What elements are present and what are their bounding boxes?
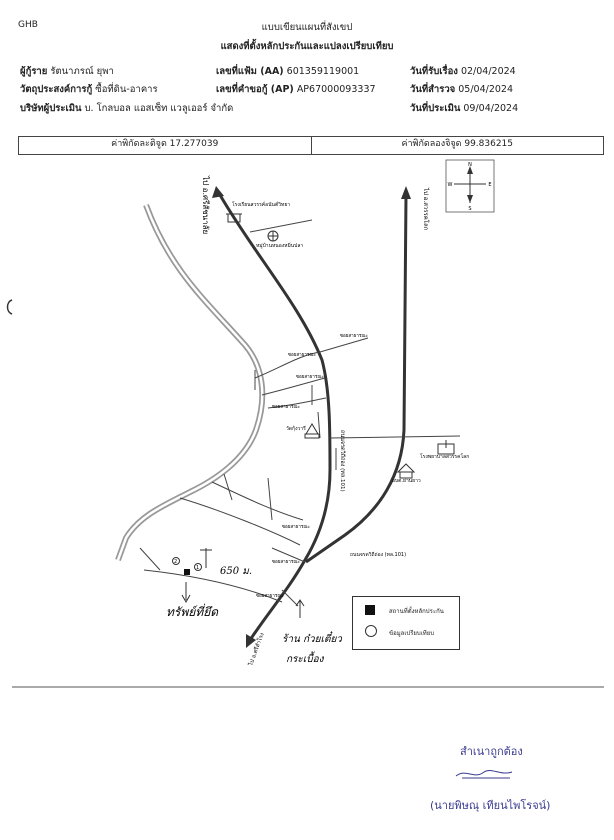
- compass-icon: N S E W: [445, 159, 495, 213]
- request-row: เลขที่คำขอกู้ (AP) AP67000093337: [216, 82, 376, 97]
- survey-row: วันที่สำรวจ 05/04/2024: [410, 82, 513, 97]
- arrow-up-icon: [181, 582, 191, 604]
- received-row: วันที่รับเรื่อง 02/04/2024: [410, 64, 516, 79]
- appraiser-label: บริษัทผู้ประเมิน: [20, 103, 82, 114]
- label-soi-6: ซอยสาธารณะ: [272, 559, 300, 565]
- file-label: เลขที่แฟ้ม (AA): [216, 66, 284, 77]
- road-right: [305, 194, 408, 564]
- site-note: ทรัพย์ที่ยึด: [166, 603, 219, 619]
- appraise-row: วันที่ประเมิน 09/04/2024: [410, 101, 518, 116]
- borrower-value: รัตนาภรณ์ ยุพา: [50, 66, 114, 77]
- label-school: โรงเรียนสวรรค์อนันต์วิทยา: [232, 201, 290, 208]
- signer-name: (นายพิษณุ เทียนไพโรจน์): [430, 799, 551, 812]
- compass-w: W: [448, 182, 453, 188]
- compass-n: N: [468, 162, 472, 168]
- legend: สถานที่ตั้งหลักประกัน ข้อมูลเปรียบเทียบ: [352, 596, 460, 650]
- borrower-row: ผู้กู้ราย รัตนาภรณ์ ยุพา: [20, 64, 114, 79]
- received-label: วันที่รับเรื่อง: [410, 66, 458, 77]
- label-soi-5: ซอยสาธารณะ: [282, 524, 310, 530]
- label-district-office: อบต.ย่านยาว: [392, 478, 421, 484]
- collateral-marker: [184, 569, 190, 575]
- signature: [455, 769, 513, 779]
- river: [115, 203, 266, 562]
- label-road-left-top: ไป อ.ศรีสัชนาลัย: [201, 175, 210, 234]
- comparison-marker: [172, 557, 180, 565]
- purpose-row: วัตถุประสงค์การกู้ ซื้อที่ดิน-อาคาร: [20, 82, 158, 97]
- coordinate-bar-bottom: [18, 154, 604, 155]
- comparison-legend-swatch: [365, 625, 377, 637]
- highway-101: [218, 194, 332, 641]
- distance-mark: [200, 548, 212, 568]
- request-label: เลขที่คำขอกู้ (AP): [216, 84, 294, 95]
- coordinate-bar: ค่าพิกัดละติจูด 17.277039 ค่าพิกัดลองจิจ…: [18, 136, 604, 155]
- borrower-label: ผู้กู้ราย: [20, 66, 48, 77]
- received-value: 02/04/2024: [460, 66, 516, 77]
- shop-note-2: กระเบื้อง: [286, 651, 325, 665]
- file-value: 601359119001: [286, 66, 360, 77]
- collateral-legend-swatch: [365, 605, 375, 615]
- village-icon: [267, 230, 279, 242]
- temple-icon: [304, 423, 320, 439]
- doc-title: แบบเขียนแผนที่สังเขป: [261, 22, 353, 33]
- corner-code: GHB: [18, 20, 38, 30]
- appraise-label: วันที่ประเมิน: [410, 103, 461, 114]
- hospital-icon: [437, 440, 455, 455]
- latitude: ค่าพิกัดละติจูด 17.277039: [19, 137, 312, 155]
- survey-value: 05/04/2024: [458, 84, 514, 95]
- legend-collateral: สถานที่ตั้งหลักประกัน: [389, 608, 444, 615]
- label-soi-4: ซอยสาธารณะ: [272, 404, 300, 410]
- marker-2: 2: [174, 559, 177, 565]
- compass-e: E: [488, 182, 491, 188]
- label-soi-1: ซอยสาธารณะ: [340, 333, 368, 339]
- legend-comparison: ข้อมูลเปรียบเทียบ: [389, 630, 435, 637]
- longitude: ค่าพิกัดลองจิจูด 99.836215: [401, 139, 514, 149]
- file-row: เลขที่แฟ้ม (AA) 601359119001: [216, 64, 359, 79]
- doc-subtitle: แสดงที่ตั้งหลักประกันและแปลงเปรียบเทียบ: [220, 41, 394, 52]
- label-road-right-top: ไป อ.สวรรคโลก: [422, 187, 430, 231]
- office-icon: [396, 463, 416, 479]
- compass-s: S: [468, 206, 471, 212]
- label-village: หมู่บ้านหนองหมิ่นปลา: [256, 242, 303, 249]
- marker-1: 1: [196, 565, 199, 571]
- appraiser-row: บริษัทผู้ประเมิน บ. โกลบอล แอสเซ็ท แวลูเ…: [20, 101, 233, 116]
- label-soi-2: ซอยสาธารณะ: [288, 352, 316, 358]
- page-mark: [6, 299, 13, 315]
- label-highway-vertical: ถนนจรดวิถีถ่อง (ทล.101): [339, 430, 346, 492]
- label-soi-7: ซอยสาธารณะ: [256, 593, 284, 599]
- label-temple: วัดกุ้งวารี: [286, 425, 306, 432]
- label-highway: ถนนจรดวิถีถ่อง (ทล.101): [350, 551, 406, 558]
- certified-text: สำเนาถูกต้อง: [460, 745, 523, 758]
- appraiser-value: บ. โกลบอล แอสเซ็ท แวลูเออร์ จำกัด: [84, 103, 234, 114]
- survey-label: วันที่สำรวจ: [410, 84, 456, 95]
- local-roads: [139, 219, 461, 607]
- arrow-up-icon-2: [295, 599, 305, 618]
- label-hospital: โรงพยาบาลสวรรคโลก: [420, 453, 469, 460]
- label-soi-3: ซอยสาธารณะ: [296, 374, 324, 380]
- purpose-value: ซื้อที่ดิน-อาคาร: [95, 84, 158, 95]
- request-value: AP67000093337: [296, 84, 376, 95]
- marker-1-circle: [194, 563, 202, 571]
- distance-text: 650 ม.: [220, 566, 252, 577]
- appraise-value: 09/04/2024: [463, 103, 519, 114]
- school-icon: [226, 213, 242, 223]
- shop-note: ร้าน ก๋วยเตี๋ยว: [282, 631, 343, 645]
- purpose-label: วัตถุประสงค์การกู้: [20, 84, 93, 95]
